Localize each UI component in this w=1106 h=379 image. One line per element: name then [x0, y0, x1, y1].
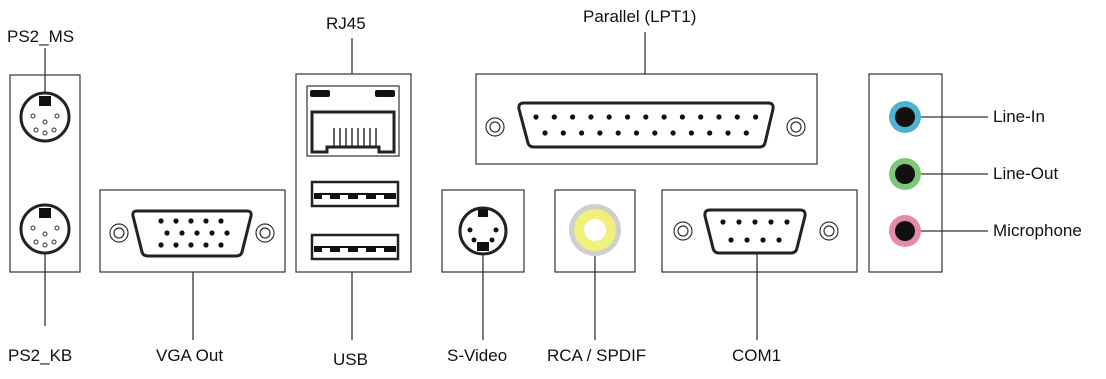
vga-pin [203, 242, 209, 248]
vga-pin [158, 218, 164, 224]
label-line-out: Line-Out [993, 164, 1059, 183]
com-pin [720, 219, 726, 225]
vga-pin [218, 218, 224, 224]
lpt-pin [725, 130, 731, 136]
line-out-jack [889, 158, 921, 190]
lpt-pin [753, 114, 759, 120]
vga-pin [188, 242, 194, 248]
com-pin [728, 237, 734, 243]
vga-pin [173, 218, 179, 224]
vga-pin [209, 230, 215, 236]
com-pin [744, 237, 750, 243]
vga-pin [158, 242, 164, 248]
lpt-pin [570, 114, 576, 120]
lpt-pin [615, 130, 621, 136]
lpt-pin [643, 114, 649, 120]
lpt-pin [533, 114, 539, 120]
com-pin [768, 219, 774, 225]
vga-pin [173, 242, 179, 248]
label-com1: COM1 [732, 346, 782, 365]
lpt-pin [551, 114, 557, 120]
com1-port [673, 208, 839, 255]
com-pin [752, 219, 758, 225]
ps2-kb-port [19, 203, 71, 255]
lpt-pin [670, 130, 676, 136]
com-pin [776, 237, 782, 243]
com-pin [760, 237, 766, 243]
label-ps2-ms: PS2_MS [7, 27, 75, 46]
vga-port [109, 209, 275, 258]
lpt-pin [579, 130, 585, 136]
label-rj45: RJ45 [326, 14, 366, 33]
lpt-pin [633, 130, 640, 136]
com-pin [784, 219, 790, 225]
lpt-pin [560, 130, 566, 136]
lpt-pin [707, 130, 713, 136]
microphone-jack [889, 215, 921, 247]
lpt-pin [743, 130, 749, 136]
vga-pin [188, 218, 194, 224]
lpt-pin [606, 114, 612, 120]
lpt-pin [661, 114, 667, 120]
vga-pin [203, 218, 209, 224]
label-line-in: Line-In [993, 107, 1045, 126]
vga-pin [179, 230, 185, 236]
label-rca-spdif: RCA / SPDIF [547, 346, 647, 365]
usb-port-top [310, 180, 400, 208]
label-svideo: S-Video [447, 346, 508, 365]
label-ps2-kb: PS2_KB [8, 346, 73, 365]
lpt-pin [588, 114, 594, 120]
com-pin [736, 219, 742, 225]
ps2-ms-port [19, 91, 71, 143]
lpt-pin [679, 114, 686, 120]
line-in-jack [889, 101, 921, 133]
lpt-pin [698, 114, 704, 120]
label-usb: USB [333, 350, 368, 369]
rca-port [569, 204, 621, 256]
rj45-port [306, 85, 400, 157]
lpt-pin [688, 130, 695, 136]
label-parallel: Parallel (LPT1) [583, 7, 697, 26]
usb-port-bottom [310, 233, 400, 261]
vga-pin [218, 242, 224, 248]
lpt-pin [597, 130, 603, 136]
lpt-pin [652, 130, 658, 136]
svideo-port [458, 206, 508, 256]
label-vga-out: VGA Out [156, 346, 224, 365]
vga-pin [164, 230, 170, 236]
lpt-pin [734, 114, 740, 120]
label-microphone: Microphone [993, 221, 1082, 240]
vga-pin [224, 230, 230, 236]
lpt-pin [542, 130, 548, 136]
lpt-pin [624, 114, 631, 120]
lpt-pin [716, 114, 722, 120]
parallel-port [485, 101, 806, 149]
vga-pin [194, 230, 200, 236]
